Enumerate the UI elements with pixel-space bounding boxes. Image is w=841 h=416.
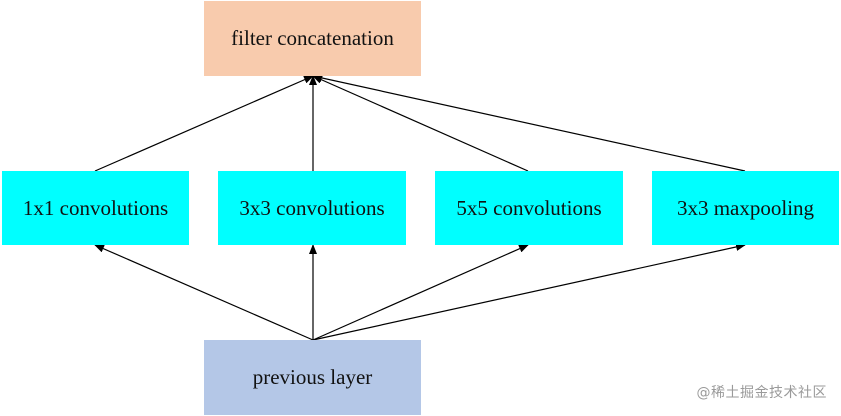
watermark-text: @稀土掘金技术社区 [696,385,827,401]
arrow-5x5-to-filter [312,75,529,172]
maxpool-3x3-node: 3x3 maxpooling [652,171,839,245]
arrow-previous-to-5x5 [312,244,529,341]
conv-3x3-label: 3x3 convolutions [239,195,385,220]
arrow-previous-to-maxpool [312,243,746,341]
conv-1x1-label: 1x1 convolutions [22,195,169,220]
maxpool-3x3-label: 3x3 maxpooling [676,195,815,220]
arrow-maxpool-to-filter [312,74,746,172]
conv-3x3-node: 3x3 convolutions [218,171,406,245]
previous-layer-node: previous layer [204,340,421,415]
previous-layer-label: previous layer [252,365,373,389]
filter-concatenation-node: filter concatenation [204,1,421,76]
arrow-previous-to-1x1 [94,244,314,341]
filter-concatenation-label: filter concatenation [231,26,394,50]
conv-5x5-node: 5x5 convolutions [435,171,623,245]
conv-5x5-label: 5x5 convolutions [456,195,602,220]
arrow-1x1-to-filter [94,75,314,172]
conv-1x1-node: 1x1 convolutions [2,171,189,245]
